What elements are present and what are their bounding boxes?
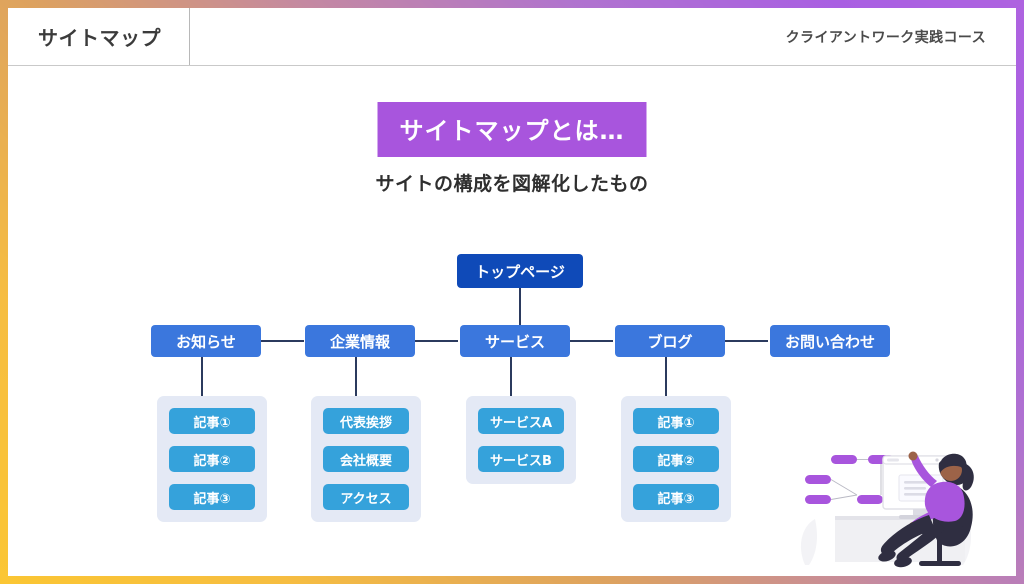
group-oshirase-children: 記事① 記事② 記事③ (157, 396, 267, 522)
leaf-item[interactable]: 記事① (633, 408, 719, 434)
node-blog[interactable]: ブログ (615, 325, 725, 357)
leaf-item[interactable]: 会社概要 (323, 446, 409, 472)
leaf-item[interactable]: 代表挨拶 (323, 408, 409, 434)
sitemap-diagram: トップページ お知らせ 企業情報 サービス ブログ お問い合わせ (8, 66, 1016, 576)
node-top-page-label: トップページ (475, 262, 565, 281)
leaf-item[interactable]: 記事③ (633, 484, 719, 510)
leaf-item[interactable]: 記事① (169, 408, 255, 434)
page-title: サイトマップ (38, 26, 161, 50)
group-service-children: サービスA サービスB (466, 396, 576, 484)
group-kigyo-joho-children: 代表挨拶 会社概要 アクセス (311, 396, 421, 522)
leaf-item[interactable]: サービスA (478, 408, 564, 434)
slide-inner: サイトマップ クライアントワーク実践コース サイトマップとは… サイトの構成を図… (8, 8, 1016, 576)
banner-title: サイトマップとは… (399, 117, 625, 145)
banner: サイトマップとは… (377, 102, 647, 157)
header-right-section: クライアントワーク実践コース (190, 8, 1016, 65)
node-service-label: サービス (484, 332, 545, 351)
subtitle: サイトの構成を図解化したもの (375, 173, 649, 195)
node-blog-label: ブログ (647, 332, 693, 351)
node-oshirase[interactable]: お知らせ (151, 325, 261, 357)
course-name: クライアントワーク実践コース (785, 29, 986, 46)
node-contact-label: お問い合わせ (784, 332, 875, 351)
group-blog-children: 記事① 記事② 記事③ (621, 396, 731, 522)
header-left-section: サイトマップ (8, 8, 190, 65)
leaf-item[interactable]: 記事② (633, 446, 719, 472)
node-top-page[interactable]: トップページ (457, 254, 583, 288)
leaf-item[interactable]: 記事② (169, 446, 255, 472)
leaf-item[interactable]: サービスB (478, 446, 564, 472)
slide-header: サイトマップ クライアントワーク実践コース (8, 8, 1016, 66)
node-kigyo-joho[interactable]: 企業情報 (305, 325, 415, 357)
node-oshirase-label: お知らせ (176, 332, 236, 351)
leaf-item[interactable]: 記事③ (169, 484, 255, 510)
leaf-item[interactable]: アクセス (323, 484, 409, 510)
node-service[interactable]: サービス (460, 325, 570, 357)
person-at-desk-with-sitemap-icon (800, 451, 974, 568)
node-contact[interactable]: お問い合わせ (770, 325, 890, 357)
slide-body: サイトマップとは… サイトの構成を図解化したもの (8, 66, 1016, 576)
node-kigyo-joho-label: 企業情報 (329, 332, 390, 351)
